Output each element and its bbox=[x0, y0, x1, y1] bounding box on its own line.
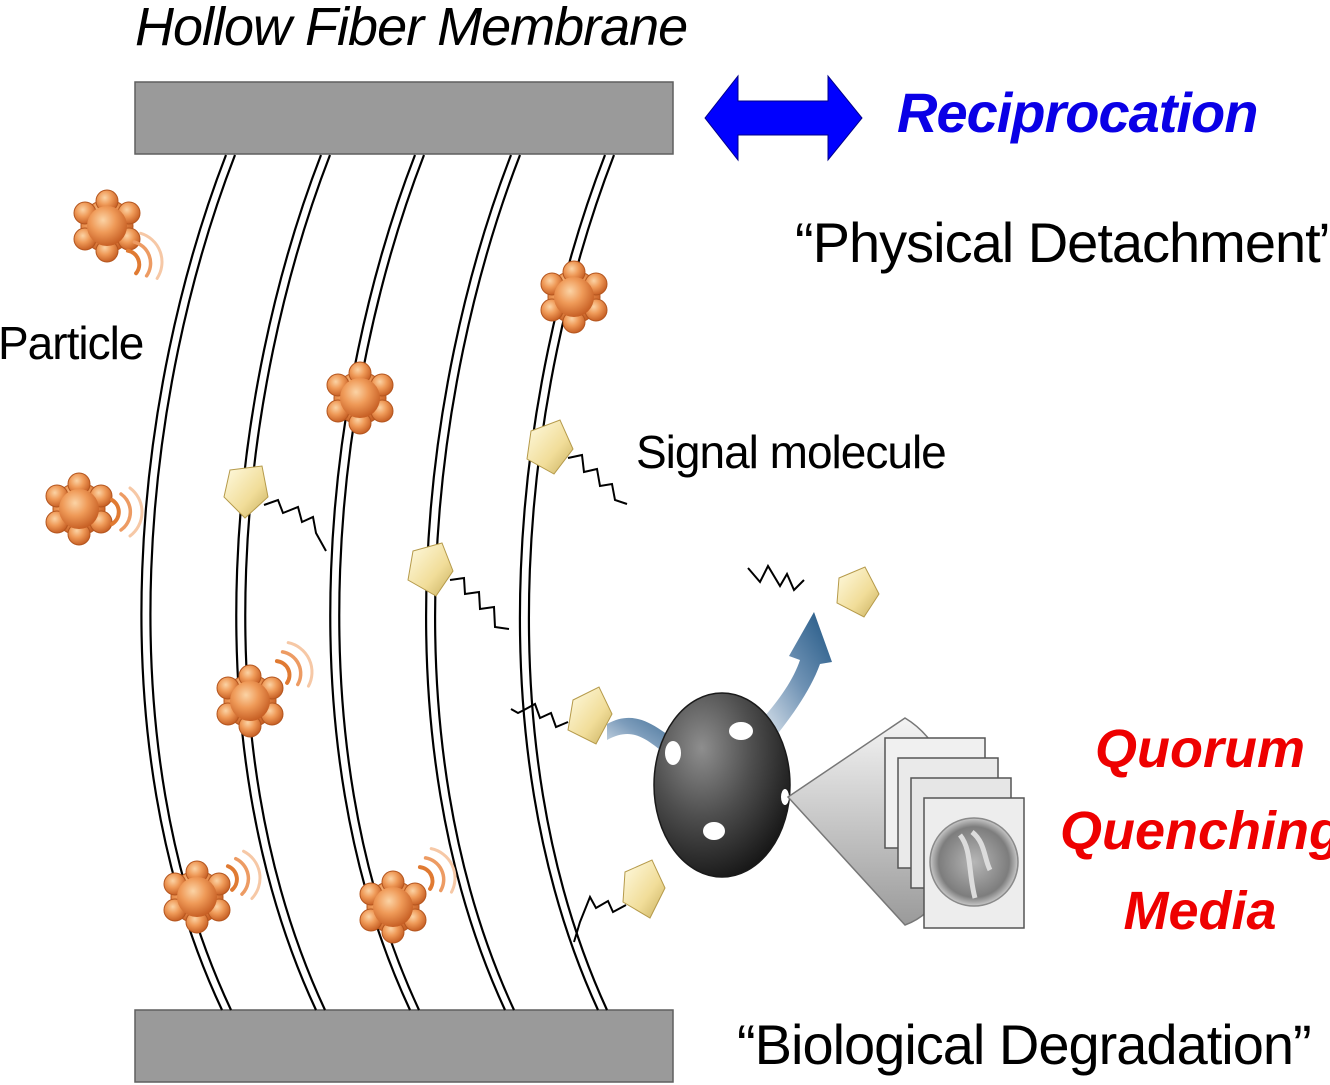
vibration-marks bbox=[110, 231, 457, 901]
signal-molecule-4 bbox=[510, 686, 613, 745]
vibration-4 bbox=[225, 849, 262, 901]
particle-7 bbox=[359, 870, 427, 944]
physical-detachment-label: “Physical Detachment” bbox=[795, 211, 1330, 274]
vibration-5 bbox=[417, 847, 457, 894]
diagram-title: Hollow Fiber Membrane bbox=[135, 0, 688, 57]
qq-media-line3: Media bbox=[1123, 881, 1277, 941]
signal-molecule-6 bbox=[836, 566, 880, 618]
particle-3 bbox=[326, 361, 394, 435]
vibration-3 bbox=[274, 641, 314, 688]
particle-5 bbox=[216, 664, 284, 738]
qq-bead bbox=[653, 692, 791, 878]
cleaved-tail bbox=[747, 563, 805, 592]
signal-molecule-label: Signal molecule bbox=[636, 426, 947, 478]
particle-4 bbox=[540, 260, 608, 334]
reciprocation-label: Reciprocation bbox=[897, 81, 1258, 144]
signal-molecule-2 bbox=[407, 542, 510, 630]
fiber-2 bbox=[235, 154, 332, 1011]
particle-6 bbox=[163, 860, 231, 934]
biological-degradation-label: “Biological Degradation” bbox=[737, 1013, 1312, 1076]
bottom-header-bar bbox=[134, 1009, 674, 1083]
qq-media-line1: Quorum bbox=[1095, 719, 1305, 779]
signal-molecules bbox=[223, 419, 880, 943]
vibration-2 bbox=[110, 486, 144, 538]
sem-images bbox=[884, 737, 1025, 929]
fiber-3 bbox=[329, 154, 426, 1011]
flow-arrow-icon bbox=[607, 612, 832, 770]
qq-media-line2: Quenching bbox=[1060, 801, 1330, 861]
particle-2 bbox=[45, 472, 113, 546]
particles bbox=[45, 189, 608, 944]
particle-label: Particle bbox=[0, 317, 144, 369]
signal-molecule-5 bbox=[573, 859, 666, 943]
signal-molecule-3 bbox=[526, 419, 628, 505]
reciprocation-arrow-icon bbox=[704, 74, 863, 162]
particle-1 bbox=[73, 189, 141, 263]
magnification-cone bbox=[786, 717, 1025, 929]
signal-molecule-1 bbox=[223, 465, 327, 552]
top-header-bar bbox=[134, 81, 674, 155]
